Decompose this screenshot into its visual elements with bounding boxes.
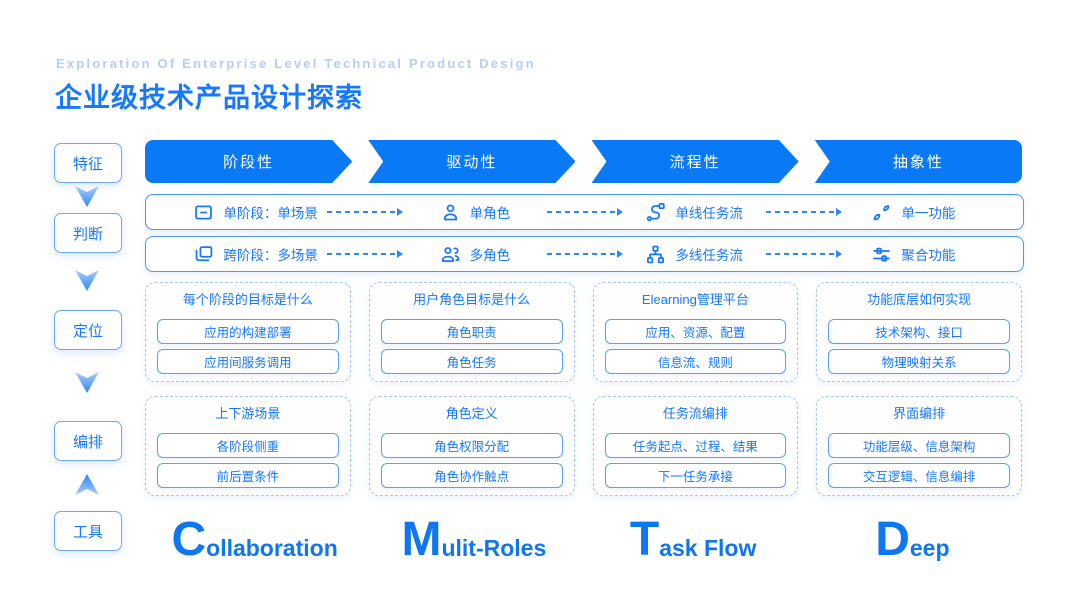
keyword-initial: C <box>171 513 207 566</box>
arrow-down-icon <box>75 372 99 393</box>
dashed-arrow-icon <box>546 208 623 216</box>
aggregate-function-icon <box>873 247 891 262</box>
group-item: 角色任务 <box>380 349 563 374</box>
group-item: 技术架构、接口 <box>828 319 1010 344</box>
cell-label: 单线任务流 <box>675 206 743 221</box>
cell-label: 单一功能 <box>901 206 956 221</box>
cell-single-role: 单角色 <box>365 195 584 229</box>
cell-multi-role: 多角色 <box>365 237 584 271</box>
column-headers: 阶段性 驱动性 流程性 抽象性 <box>145 140 1022 183</box>
single-stage-icon <box>195 205 213 219</box>
group-elearning-platform: Elearning管理平台 应用、资源、配置 信息流、规则 <box>592 282 799 382</box>
group-taskflow-arrange: 任务流编排 任务起点、过程、结果 下一任务承接 <box>592 396 799 496</box>
multi-stage-icon <box>196 245 213 261</box>
sidebar-item-judge: 判断 <box>54 213 122 253</box>
group-item: 任务起点、过程、结果 <box>604 433 787 458</box>
group-title: 角色定义 <box>445 406 498 421</box>
group-function-impl: 功能底层如何实现 技术架构、接口 物理映射关系 <box>816 282 1022 382</box>
cell-label: 多角色 <box>469 248 511 263</box>
group-title: 界面编排 <box>893 406 946 421</box>
column-header-stage: 阶段性 <box>145 140 352 183</box>
group-item: 物理映射关系 <box>828 349 1010 374</box>
keyword-initial: M <box>401 513 442 566</box>
group-item: 信息流、规则 <box>604 349 787 374</box>
keyword-rest: ulit-Roles <box>441 534 547 561</box>
multi-taskflow-icon <box>647 245 665 263</box>
column-header-abstract: 抽象性 <box>814 140 1022 183</box>
keyword-initial: T <box>629 513 660 566</box>
group-role-define: 角色定义 角色权限分配 角色协作触点 <box>368 396 575 496</box>
sidebar-item-position: 定位 <box>54 310 122 350</box>
slide-subtitle: Exploration Of Enterprise Level Technica… <box>56 56 536 71</box>
group-item: 应用的构建部署 <box>157 319 339 344</box>
group-item: 应用、资源、配置 <box>604 319 787 344</box>
column-header-process: 流程性 <box>592 140 799 183</box>
group-title: 用户角色目标是什么 <box>413 292 531 307</box>
cell-label: 聚合功能 <box>901 248 956 263</box>
cell-label: 单角色 <box>469 206 511 221</box>
cell-multi-stage: 跨阶段：多场景 <box>146 237 365 271</box>
group-title: 每个阶段的目标是什么 <box>182 292 313 307</box>
column-header-drive: 驱动性 <box>368 140 575 183</box>
group-item: 功能层级、信息架构 <box>828 433 1010 458</box>
group-item: 各阶段侧重 <box>157 433 339 458</box>
keyword-rest: ask Flow <box>659 534 757 561</box>
dashed-arrow-icon <box>765 250 842 258</box>
group-item: 角色职责 <box>380 319 563 344</box>
dashed-arrow-icon <box>327 250 404 258</box>
feature-row-multi: 跨阶段：多场景 多角色 多线任务流 聚合功能 <box>145 236 1024 272</box>
keyword-rest: eep <box>909 534 950 561</box>
group-item: 前后置条件 <box>157 463 339 488</box>
single-role-icon <box>443 203 457 220</box>
group-item: 应用间服务调用 <box>157 349 339 374</box>
dashed-arrow-icon <box>327 208 404 216</box>
group-ui-arrange: 界面编排 功能层级、信息架构 交互逻辑、信息编排 <box>816 396 1022 496</box>
arrow-down-icon <box>75 270 99 291</box>
group-item: 交互逻辑、信息编排 <box>828 463 1010 488</box>
cell-single-stage: 单阶段：单场景 <box>146 195 365 229</box>
detail-groups: 每个阶段的目标是什么 应用的构建部署 应用间服务调用 用户角色目标是什么 角色职… <box>145 282 1022 496</box>
cell-aggregate-function: 聚合功能 <box>804 237 1023 271</box>
cell-label: 多线任务流 <box>675 248 743 263</box>
cell-multi-taskflow: 多线任务流 <box>585 237 804 271</box>
single-function-icon <box>874 204 890 220</box>
cell-label: 跨阶段：多场景 <box>223 248 318 263</box>
feature-row-single: 单阶段：单场景 单角色 单线任务流 单一功能 <box>145 194 1024 230</box>
group-title: 任务流编排 <box>662 406 728 421</box>
single-taskflow-icon <box>647 202 666 221</box>
group-role-goal: 用户角色目标是什么 角色职责 角色任务 <box>368 282 575 382</box>
arrow-up-icon <box>75 474 99 495</box>
sidebar-item-arrange: 编排 <box>54 421 122 461</box>
cell-single-taskflow: 单线任务流 <box>585 195 804 229</box>
group-item: 角色权限分配 <box>380 433 563 458</box>
group-title: Elearning管理平台 <box>641 292 749 307</box>
cell-single-function: 单一功能 <box>804 195 1023 229</box>
arrow-down-icon <box>75 186 99 207</box>
dashed-arrow-icon <box>765 208 842 216</box>
group-stage-goal: 每个阶段的目标是什么 应用的构建部署 应用间服务调用 <box>145 282 351 382</box>
cell-label: 单阶段：单场景 <box>223 206 318 221</box>
keyword-initial: D <box>875 513 910 566</box>
group-item: 下一任务承接 <box>604 463 787 488</box>
sidebar-item-feature: 特征 <box>54 143 122 183</box>
keyword-rest: ollaboration <box>206 534 338 561</box>
group-title: 功能底层如何实现 <box>867 292 972 307</box>
page-title: 企业级技术产品设计探索 <box>55 83 363 113</box>
group-updown-scene: 上下游场景 各阶段侧重 前后置条件 <box>145 396 351 496</box>
dashed-arrow-icon <box>546 250 623 258</box>
sidebar-item-tool: 工具 <box>54 511 122 551</box>
group-title: 上下游场景 <box>215 406 281 421</box>
group-item: 角色协作触点 <box>380 463 563 488</box>
multi-role-icon <box>441 246 459 262</box>
